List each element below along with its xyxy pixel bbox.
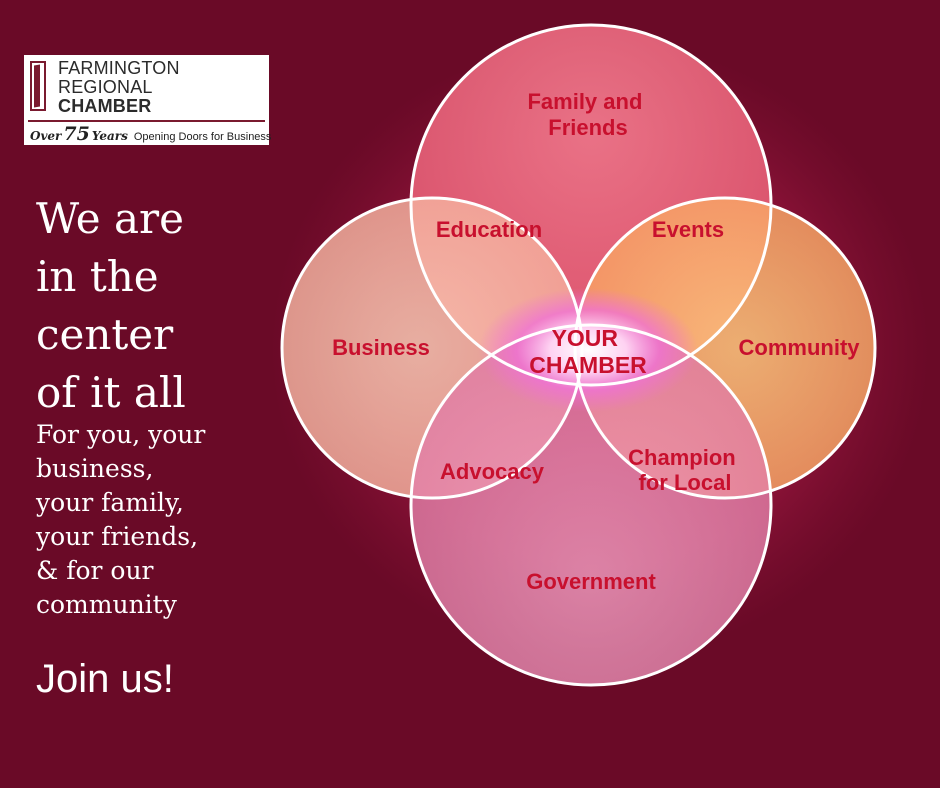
tagline-over: Over	[30, 129, 62, 143]
tagline-years: Years	[91, 129, 128, 143]
logo-line-1: FARMINGTON	[58, 58, 180, 78]
logo-line-2: REGIONAL	[58, 77, 153, 97]
headline: We are in the center of it all	[36, 190, 286, 422]
logo-divider	[28, 120, 265, 122]
label-champion-for-local: Champion for Local	[628, 445, 742, 495]
subline-line: your family,	[36, 488, 184, 517]
subline-line: business,	[36, 454, 154, 483]
door-icon	[30, 61, 46, 111]
headline-line: in the	[36, 252, 159, 301]
logo-tagline: Over 75 Years Opening Doors for Business	[30, 123, 271, 145]
subline-line: For you, your	[36, 420, 206, 449]
label-advocacy: Advocacy	[440, 459, 545, 484]
circle-fills	[282, 25, 875, 685]
subline: For you, your business, your family, you…	[36, 418, 276, 622]
label-events: Events	[652, 217, 724, 242]
subline-line: your friends,	[36, 522, 199, 551]
label-community: Community	[739, 335, 861, 360]
center-glow	[478, 288, 698, 412]
join-us-text: Join us!	[36, 657, 174, 701]
headline-line: of it all	[36, 368, 186, 417]
subline-line: & for our	[36, 556, 154, 585]
subline-line: community	[36, 590, 177, 619]
circle-outlines	[280, 23, 877, 687]
label-family-friends: Family and Friends	[527, 89, 648, 140]
label-your-chamber: YOUR CHAMBER	[529, 325, 647, 378]
logo-line-3: CHAMBER	[58, 96, 152, 116]
chamber-logo: FARMINGTON REGIONAL CHAMBER Over 75 Year…	[24, 55, 271, 145]
circle-bottom	[411, 325, 771, 685]
tagline-opening-doors: Opening Doors for Business	[133, 131, 272, 143]
label-business: Business	[332, 335, 430, 360]
label-education: Education	[436, 217, 542, 242]
headline-line: center	[36, 310, 174, 359]
headline-line: We are	[36, 194, 184, 243]
tagline-75: 75	[63, 123, 90, 145]
label-government: Government	[526, 569, 656, 594]
